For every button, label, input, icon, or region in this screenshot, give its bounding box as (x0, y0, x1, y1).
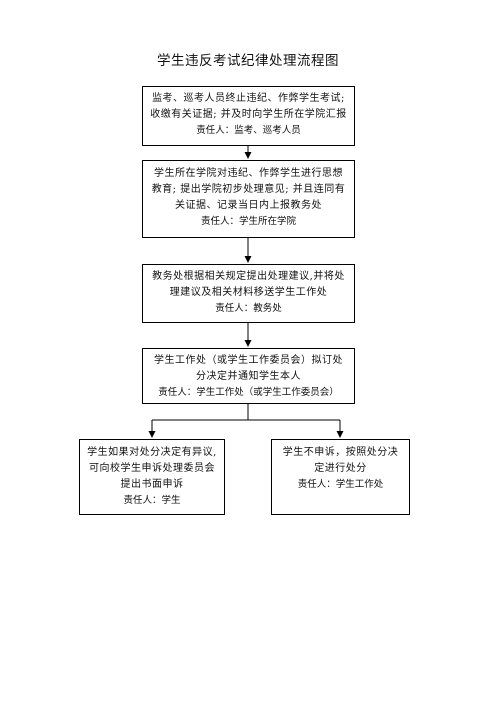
flow-step-4: 学生工作处（或学生工作委员会）拟订处分决定并通知学生本人 责任人：学生工作处（或… (142, 348, 355, 404)
flow-branch-appeal-text: 学生如果对处分决定有异议,可向校学生申诉处理委员会提出书面申诉 (87, 447, 217, 490)
flow-branch-appeal: 学生如果对处分决定有异议,可向校学生申诉处理委员会提出书面申诉 责任人：学生 (79, 439, 225, 515)
flow-step-3-text: 教务处根据相关规定提出处理建议,并将处理建议及相关材料移送学生工作处 (152, 271, 345, 298)
flow-branch-no-appeal: 学生不申诉，按照处分决定进行处分 责任人：学生工作处 (271, 439, 410, 515)
flow-step-2: 学生所在学院对违纪、作弊学生进行思想教育; 提出学院初步处理意见; 并且连同有关… (142, 160, 355, 238)
flow-branch-no-appeal-text: 学生不申诉，按照处分决定进行处分 (282, 447, 399, 474)
flow-step-4-responsible: 责任人：学生工作处（或学生工作委员会） (158, 387, 339, 398)
flow-branch-appeal-responsible: 责任人：学生 (123, 495, 181, 506)
flow-step-4-text: 学生工作处（或学生工作委员会）拟订处分决定并通知学生本人 (154, 355, 343, 382)
flow-step-2-text: 学生所在学院对违纪、作弊学生进行思想教育; 提出学院初步处理意见; 并且连同有关… (151, 168, 346, 211)
flow-step-1: 监考、巡考人员终止违纪、作弊学生考试; 收缴有关证据; 并及时向学生所在学院汇报… (142, 86, 355, 146)
flow-step-1-text: 监考、巡考人员终止违纪、作弊学生考试; 收缴有关证据; 并及时向学生所在学院汇报 (150, 93, 347, 120)
flow-step-3: 教务处根据相关规定提出处理建议,并将处理建议及相关材料移送学生工作处 责任人：教… (142, 264, 355, 323)
flow-step-2-responsible: 责任人：学生所在学院 (200, 216, 296, 227)
page-title: 学生违反考试纪律处理流程图 (157, 53, 339, 69)
flow-step-3-responsible: 责任人：教务处 (215, 303, 282, 314)
flow-step-1-responsible: 责任人：监考、巡考人员 (196, 125, 301, 136)
flow-branch-no-appeal-responsible: 责任人：学生工作处 (297, 479, 384, 490)
